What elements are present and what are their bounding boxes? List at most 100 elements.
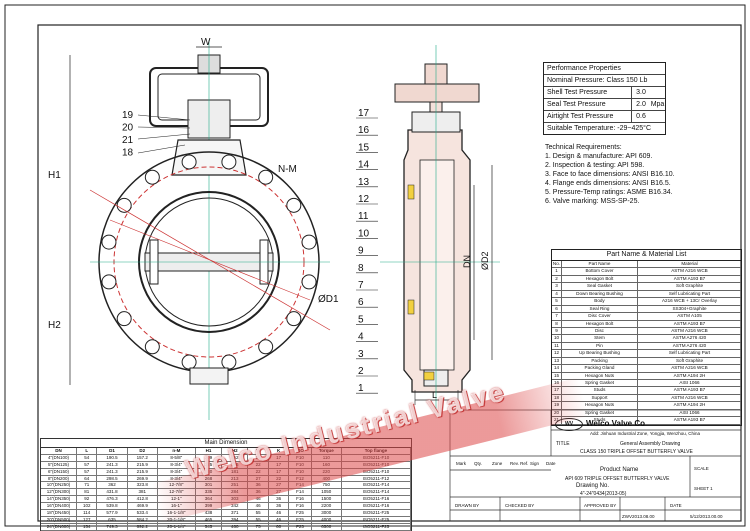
front-callout-19: 19 <box>122 110 134 121</box>
dimension-cell: 469.9 <box>128 503 158 510</box>
revision-label: Qty. <box>474 461 482 466</box>
side-callout-6: 6 <box>358 297 364 308</box>
parts-cell: Hexagon Bolt <box>562 275 638 283</box>
dimension-cell: 431.8 <box>97 489 128 496</box>
dimension-cell: 36 <box>269 496 290 503</box>
side-callout-9: 9 <box>358 246 364 257</box>
outer-border <box>4 4 746 527</box>
parts-cell: AISI 1066 <box>679 380 700 385</box>
side-callout-12: 12 <box>358 194 370 205</box>
parts-cell: ASTM A194 2H <box>673 402 706 408</box>
front-callout-20: 20 <box>122 123 134 134</box>
dimension-cell: 4000 <box>312 516 342 523</box>
dimension-cell: 749.3 <box>97 523 128 530</box>
side-callout-16: 16 <box>358 125 370 136</box>
lug-hole <box>144 339 160 355</box>
parts-cell: 9 <box>552 327 562 335</box>
lug-hole <box>181 154 197 170</box>
dimension-cell: 539.8 <box>97 503 128 510</box>
title-label: TITLE <box>556 441 570 447</box>
parts-cell: No. <box>552 261 562 268</box>
parts-cell: ASTM A276 420 <box>672 335 707 341</box>
dimension-cell: 64 <box>77 475 98 482</box>
dimension-cell: 81 <box>77 489 98 496</box>
label-W: W <box>201 37 211 48</box>
parts-cell: ASTM A193 B7 <box>673 275 706 281</box>
top-flange <box>394 83 480 103</box>
dimension-cell: n-M <box>158 448 196 454</box>
dimension-cell: 750 <box>312 482 342 489</box>
side-callout-8: 8 <box>358 263 364 274</box>
dimension-cell: H2 <box>222 448 249 454</box>
revision-label: Sign <box>530 461 540 466</box>
parts-cell: Spring Gasket <box>562 409 638 417</box>
lug-hole <box>286 311 302 327</box>
tech-item: 3. Face to face dimensions: ANSI B16.10. <box>545 171 675 178</box>
dimension-cell: ISO5211-F16 <box>342 503 411 510</box>
dimension-cell: ISO5211-F10 <box>342 468 411 475</box>
dimension-cell: 241.3 <box>97 468 128 475</box>
dimension-cell: 46 <box>248 503 269 510</box>
dimension-cell: 412.8 <box>128 496 158 503</box>
title-block-grid <box>449 409 742 522</box>
parts-cell: 15 <box>552 372 562 379</box>
dimension-cell: 8-3/4" <box>158 461 196 468</box>
dimension-cell: 57 <box>77 468 98 475</box>
dimension-cell: 154 <box>77 523 98 530</box>
dimension-cell: 8-3/4" <box>158 468 196 475</box>
side-callout-15: 15 <box>358 142 370 153</box>
parts-cell: 7 <box>552 313 562 320</box>
side-callout-14: 14 <box>358 160 370 171</box>
label-DN: DN <box>462 255 472 268</box>
dimension-cell: 269.9 <box>128 475 158 482</box>
dimension-cell: 46 <box>269 516 290 523</box>
approved-by-label: APPROVED BY <box>584 503 617 508</box>
parts-cell: Body <box>562 298 638 305</box>
dimension-cell: 60 <box>269 523 290 530</box>
parts-cell: SS304+Graphite <box>672 305 707 311</box>
tech-title: Technical Requirements: <box>545 144 622 151</box>
dimension-cell: 71 <box>77 482 98 489</box>
lug-hole <box>221 154 237 170</box>
dimension-cell: D2 <box>128 448 158 454</box>
dimension-cell: 20-1-1/8" <box>158 516 196 523</box>
dimension-cell: 394 <box>222 516 249 523</box>
dimension-cell: ISO5211-F16 <box>342 496 411 503</box>
dimension-cell: 371 <box>222 510 249 516</box>
parts-cell: AISI 1066 <box>679 409 700 415</box>
dimension-cell: 16"(DN400) <box>41 503 78 510</box>
approval-value: ZWV2013.08.00 <box>622 514 655 519</box>
dimension-cell: 3000 <box>312 510 342 516</box>
dimension-cell: 298.5 <box>97 475 128 482</box>
parts-cell: Stem <box>562 335 638 342</box>
dimension-cell: H1 <box>196 448 223 454</box>
lug-hole <box>116 197 132 213</box>
dimension-cell: 55 <box>248 510 269 516</box>
dimension-cell: 6"(DN150) <box>41 468 78 475</box>
lug-hole <box>144 169 160 185</box>
dimension-cell: 241.3 <box>97 461 128 468</box>
dimension-cell: 342 <box>222 503 249 510</box>
tech-item: 5. Pressure-Temp ratings: ASME B16.34. <box>545 189 673 196</box>
side-callout-4: 4 <box>358 332 364 343</box>
perf-row-value: 0.6 <box>631 111 650 122</box>
parts-cell: Self Lubricating Part <box>668 290 711 296</box>
revision-label: Zone <box>492 461 503 466</box>
parts-cell: Disc Cover <box>562 313 638 320</box>
parts-cell: 6 <box>552 305 562 313</box>
lug-hole <box>181 354 197 370</box>
lug-hole <box>116 311 132 327</box>
dimension-cell: 635 <box>97 516 128 523</box>
parts-cell: Hexagon Nuts <box>562 372 638 379</box>
side-callout-2: 2 <box>358 366 364 377</box>
parts-cell: ASTM A193 B7 <box>673 387 706 393</box>
dimension-cell: 18"(DN450) <box>41 510 78 516</box>
